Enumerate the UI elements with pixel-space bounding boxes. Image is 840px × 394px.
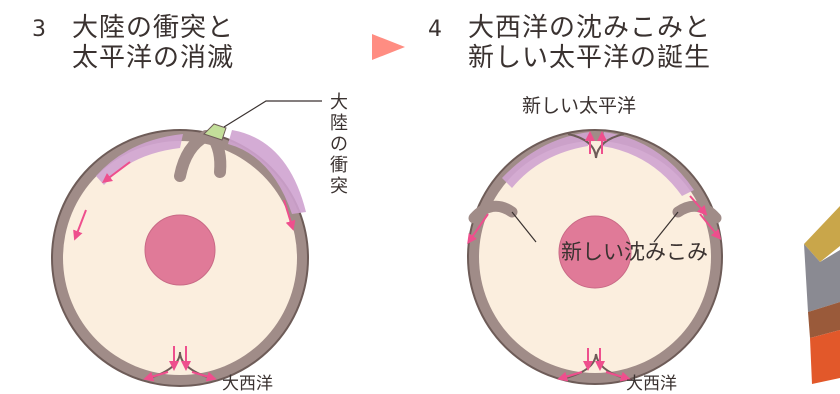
layered-block-brown [808, 302, 840, 338]
globe-1-flow-arrows [73, 161, 296, 382]
triangle-right-icon [372, 34, 405, 60]
panel-2-title-line2: 新しい太平洋の誕生 [468, 43, 712, 73]
globe-2-core [558, 215, 632, 289]
flow-arrow [557, 371, 583, 382]
panel-2-heading-row1: 4 大西洋の沈みこみと [428, 14, 711, 44]
globe-1-collision-zone [203, 123, 227, 141]
label-new-pacific: 新しい太平洋 [522, 95, 637, 117]
layered-block-edge [804, 206, 840, 384]
panel-1-title-line1: 大陸の衝突と [72, 13, 235, 43]
flow-arrow [689, 195, 708, 216]
globe-2 [467, 129, 723, 385]
panel-1-heading-row1: 3 大陸の衝突と [32, 14, 234, 44]
flow-arrow [283, 199, 296, 231]
globe-2-leader-line-left [511, 211, 537, 243]
panel-1-heading: 3 大陸の衝突と 太平洋の消滅 [32, 14, 234, 73]
globe-2-slab-left [468, 200, 518, 224]
globe-1-slab-right [206, 130, 227, 178]
flow-arrow [605, 371, 631, 382]
panel-1-title-line2: 太平洋の消滅 [72, 43, 235, 73]
globe-1-continent-left [96, 134, 183, 185]
globe-2-leader-line-right [653, 211, 679, 243]
panel-1-number: 3 [32, 17, 47, 42]
layered-block-orange [810, 330, 840, 384]
globe-1-leader-line [223, 100, 322, 128]
label-new-subduction: 新しい沈みこみ [561, 240, 708, 264]
globe-2-continent-left [502, 132, 590, 188]
globe-1-continent-right [228, 130, 306, 214]
globe-1-ridge [149, 351, 211, 379]
label-atlantic-1: 大西洋 [222, 374, 273, 394]
globe-1-slab-left [174, 130, 212, 182]
globe-2-flow-arrows [467, 131, 722, 382]
globe-1 [51, 100, 322, 387]
flow-arrow [102, 161, 131, 183]
flow-arrow [143, 371, 169, 382]
label-continental-collision: 大陸の衝突 [330, 92, 348, 197]
layered-block-top [804, 206, 840, 262]
globe-2-continent-right [602, 132, 694, 196]
flow-arrow [467, 213, 489, 245]
label-atlantic-2: 大西洋 [626, 374, 677, 394]
globe-1-core [144, 214, 216, 286]
panel-2-number: 4 [428, 17, 443, 42]
layered-block-grey [804, 244, 840, 312]
flow-arrow [191, 371, 217, 382]
flow-arrow [699, 213, 722, 240]
globe-2-ridge-top [567, 133, 625, 159]
panel-2-heading: 4 大西洋の沈みこみと 新しい太平洋の誕生 [428, 14, 711, 73]
flow-arrow [73, 209, 87, 241]
panel-2-title-line1: 大西洋の沈みこみと [468, 13, 712, 43]
